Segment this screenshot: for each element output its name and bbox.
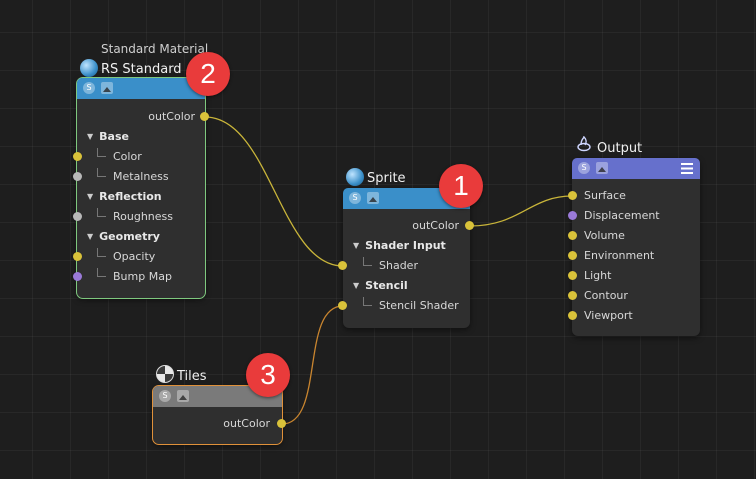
tree-branch-icon bbox=[97, 248, 106, 257]
output-contour-port[interactable] bbox=[568, 291, 577, 300]
rs-standard-node[interactable]: S outColor ▼ Base Color Metalness ▼ Reflec… bbox=[76, 77, 206, 299]
annotation-badge-3: 3 bbox=[246, 353, 290, 397]
tree-branch-icon bbox=[97, 208, 106, 217]
sprite-stencil-shader-label: Stencil Shader bbox=[379, 299, 459, 312]
output-node[interactable]: S Surface Displacement Volume Environmen… bbox=[572, 158, 700, 336]
rs-color-label: Color bbox=[113, 150, 142, 163]
image-preview-icon[interactable] bbox=[596, 162, 608, 174]
rs-opacity-port[interactable] bbox=[73, 252, 82, 261]
sprite-group-shader-input[interactable]: ▼ Shader Input bbox=[353, 236, 446, 256]
output-displacement-label: Displacement bbox=[584, 209, 660, 222]
output-displacement-port[interactable] bbox=[568, 211, 577, 220]
rs-group-reflection[interactable]: ▼ Reflection bbox=[87, 187, 162, 207]
tree-branch-icon bbox=[363, 297, 372, 306]
rs-group-geometry[interactable]: ▼ Geometry bbox=[87, 227, 160, 247]
rs-bump-map-label: Bump Map bbox=[113, 270, 172, 283]
rs-metalness-label: Metalness bbox=[113, 170, 169, 183]
output-surface-label: Surface bbox=[584, 189, 626, 202]
rs-roughness-port[interactable] bbox=[73, 212, 82, 221]
output-volume-label: Volume bbox=[584, 229, 625, 242]
rs-color-port[interactable] bbox=[73, 152, 82, 161]
sprite-header[interactable]: S bbox=[343, 188, 470, 209]
tree-branch-icon bbox=[97, 268, 106, 277]
output-contour-label: Contour bbox=[584, 289, 628, 302]
tiles-out-color-port[interactable] bbox=[277, 419, 286, 428]
sprite-node[interactable]: S outColor ▼ Shader Input Shader ▼ Stencil… bbox=[343, 188, 470, 328]
chevron-down-icon: ▼ bbox=[87, 192, 94, 201]
sprite-stencil-shader-port[interactable] bbox=[338, 301, 347, 310]
shader-s-icon: S bbox=[578, 162, 590, 174]
tiles-title[interactable]: Tiles bbox=[177, 369, 207, 384]
wire-sprite-to-output bbox=[469, 195, 573, 227]
output-volume-port[interactable] bbox=[568, 231, 577, 240]
tree-branch-icon bbox=[363, 257, 372, 266]
output-viewport-label: Viewport bbox=[584, 309, 633, 322]
tiles-out-color-label: outColor bbox=[223, 417, 270, 430]
rs-standard-subtitle: Standard Material bbox=[101, 42, 209, 56]
rs-group-base[interactable]: ▼ Base bbox=[87, 127, 129, 147]
shader-s-icon: S bbox=[83, 82, 95, 94]
sprite-shader-port[interactable] bbox=[338, 261, 347, 270]
shader-s-icon: S bbox=[349, 192, 361, 204]
sprite-group-stencil[interactable]: ▼ Stencil bbox=[353, 276, 408, 296]
rs-roughness-label: Roughness bbox=[113, 210, 174, 223]
output-light-port[interactable] bbox=[568, 271, 577, 280]
rs-bump-map-port[interactable] bbox=[73, 272, 82, 281]
chevron-down-icon: ▼ bbox=[353, 281, 360, 290]
menu-icon[interactable] bbox=[681, 163, 693, 174]
output-viewport-port[interactable] bbox=[568, 311, 577, 320]
output-environment-port[interactable] bbox=[568, 251, 577, 260]
rs-geometry-label: Geometry bbox=[99, 230, 160, 243]
rs-opacity-label: Opacity bbox=[113, 250, 156, 263]
rs-out-color-label: outColor bbox=[148, 110, 195, 123]
wire-tiles-to-sprite bbox=[281, 305, 344, 425]
sprite-title[interactable]: Sprite bbox=[367, 171, 406, 186]
chevron-down-icon: ▼ bbox=[87, 132, 94, 141]
sprite-out-color-label: outColor bbox=[412, 219, 459, 232]
wire-rs-to-sprite bbox=[204, 116, 344, 267]
sprite-stencil-label: Stencil bbox=[365, 279, 408, 292]
shader-s-icon: S bbox=[159, 390, 171, 402]
output-light-label: Light bbox=[584, 269, 612, 282]
output-title[interactable]: Output bbox=[597, 141, 643, 156]
output-environment-label: Environment bbox=[584, 249, 655, 262]
tiles-node[interactable]: S outColor bbox=[152, 385, 283, 445]
tree-branch-icon bbox=[97, 148, 106, 157]
tiles-icon bbox=[156, 365, 174, 383]
rs-out-color-port[interactable] bbox=[200, 112, 209, 121]
image-preview-icon[interactable] bbox=[177, 390, 189, 402]
sphere-icon bbox=[80, 59, 98, 77]
chevron-down-icon: ▼ bbox=[353, 241, 360, 250]
sprite-shader-input-label: Shader Input bbox=[365, 239, 446, 252]
tiles-header[interactable]: S bbox=[153, 386, 282, 407]
image-preview-icon[interactable] bbox=[367, 192, 379, 204]
output-header[interactable]: S bbox=[572, 158, 700, 179]
rs-standard-title[interactable]: RS Standard bbox=[101, 62, 182, 77]
sprite-shader-label: Shader bbox=[379, 259, 418, 272]
chevron-down-icon: ▼ bbox=[87, 232, 94, 241]
tree-branch-icon bbox=[97, 168, 106, 177]
output-icon bbox=[577, 135, 591, 152]
sprite-out-color-port[interactable] bbox=[465, 221, 474, 230]
annotation-badge-2: 2 bbox=[186, 52, 230, 96]
rs-standard-header[interactable]: S bbox=[77, 78, 205, 99]
annotation-badge-1: 1 bbox=[439, 164, 483, 208]
output-surface-port[interactable] bbox=[568, 191, 577, 200]
rs-reflection-label: Reflection bbox=[99, 190, 162, 203]
rs-base-label: Base bbox=[99, 130, 129, 143]
image-preview-icon[interactable] bbox=[101, 82, 113, 94]
rs-metalness-port[interactable] bbox=[73, 172, 82, 181]
sphere-icon bbox=[346, 168, 364, 186]
